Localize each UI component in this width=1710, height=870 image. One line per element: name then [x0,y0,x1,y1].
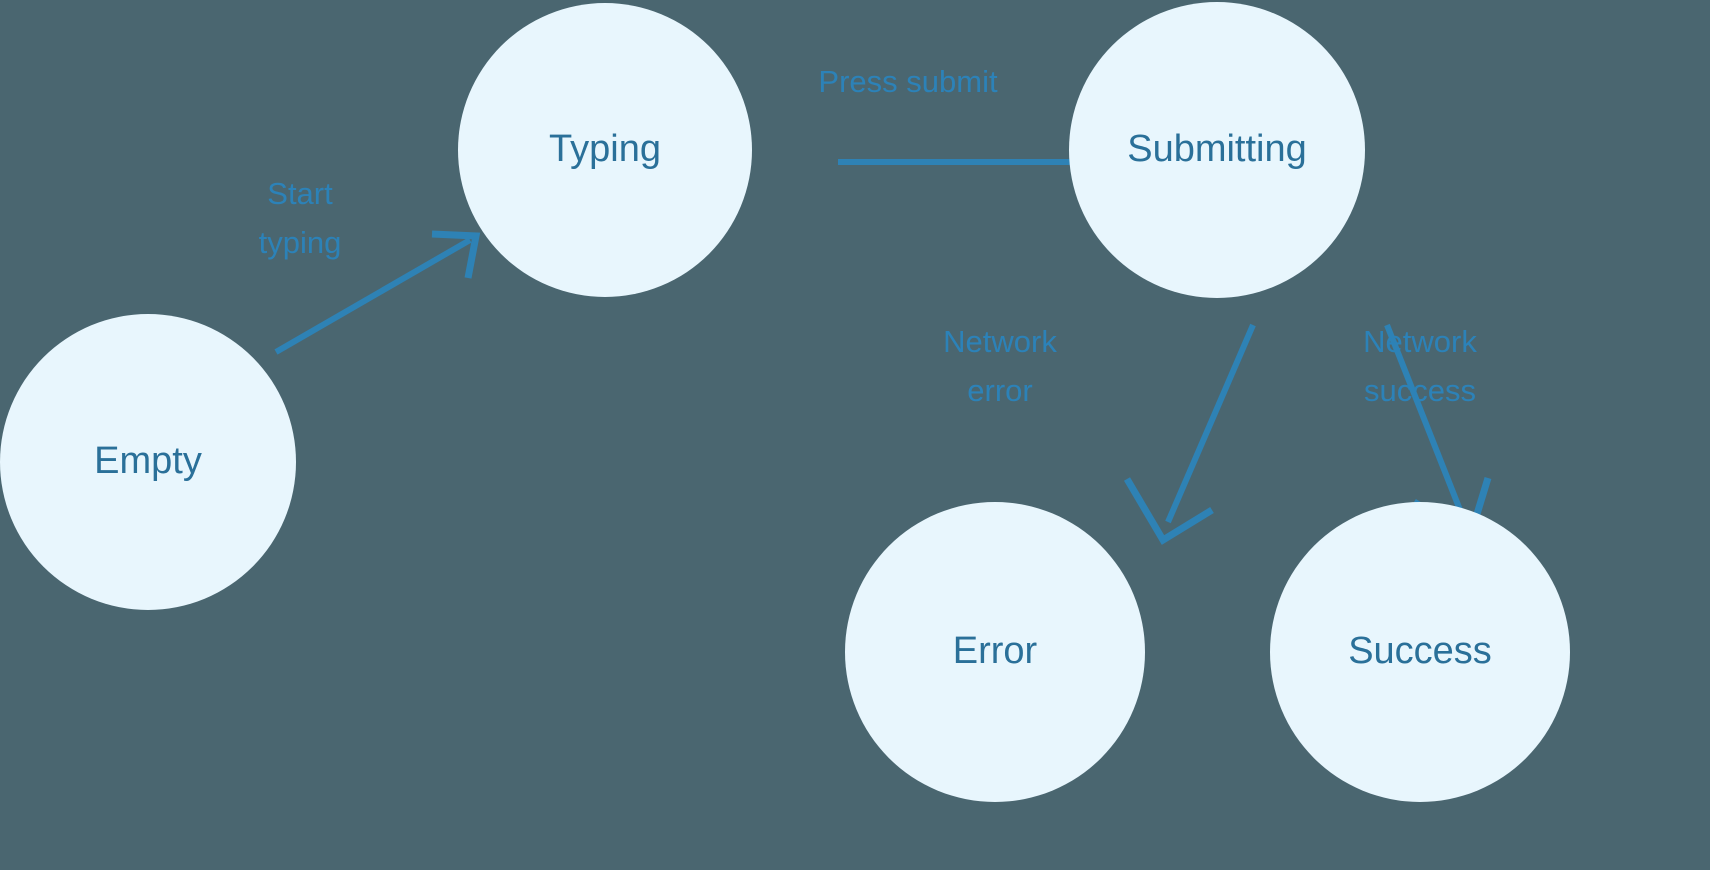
node-empty-label: Empty [94,440,202,482]
node-submitting-circle [1069,2,1365,298]
node-success-label: Success [1348,630,1492,672]
edge-label-line-error: error [967,373,1032,408]
edge-label-line-press-submit: Press submit [818,64,998,99]
edge-line-submitting-to-error [1165,323,1256,524]
edge-label-line-start: Start [267,176,333,211]
edge-label-line-success: success [1364,373,1476,408]
edge-label-line-typing: typing [259,225,342,260]
node-typing-label: Typing [549,128,661,170]
edge-submitting-to-error[interactable] [1123,323,1256,545]
edge-label-line-network: Network [943,324,1057,359]
node-empty[interactable]: Empty [0,314,296,610]
edge-label-line-network: Network [1363,324,1477,359]
node-success-circle [1270,502,1570,802]
node-error[interactable]: Error [845,502,1145,802]
node-success[interactable]: Success [1270,502,1570,802]
edge-label-typing-to-submitting: Press submit [818,64,998,99]
edge-line-submitting-to-success [1384,323,1467,522]
node-submitting-label: Submitting [1127,128,1307,170]
node-empty-circle [0,314,296,610]
node-typing-circle [458,3,752,297]
edge-label-submitting-to-success: Network success [1363,324,1477,408]
arrowhead-empty-to-typing [431,230,481,279]
node-typing[interactable]: Typing [458,3,752,297]
edge-label-submitting-to-error: Network error [943,324,1057,408]
node-error-label: Error [953,630,1038,672]
node-submitting[interactable]: Submitting [1069,2,1365,298]
edge-line-empty-to-typing [274,237,472,355]
arrowhead-submitting-to-error [1123,477,1214,545]
edge-label-empty-to-typing: Start typing [259,176,342,260]
edge-empty-to-typing[interactable] [274,230,481,355]
node-error-circle [845,502,1145,802]
